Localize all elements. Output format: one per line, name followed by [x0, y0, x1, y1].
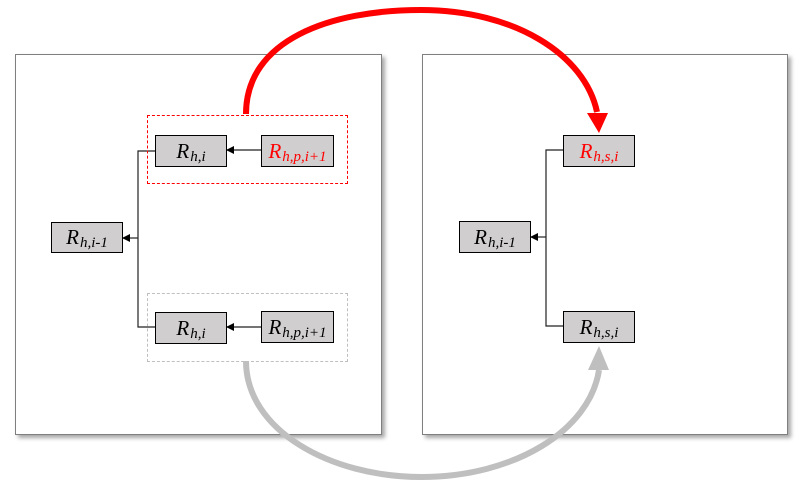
node-subscript: h,i-1 — [79, 235, 108, 251]
gray-transition-arc — [243, 360, 602, 481]
top-group-highlight-box — [147, 115, 348, 184]
node-subscript: h,p,i+1 — [282, 324, 327, 341]
node-subscript: h,s,i — [593, 148, 619, 165]
node-main-label: R — [66, 225, 79, 249]
red-transition-arc — [243, 6, 600, 115]
node-main-label: R — [176, 138, 190, 163]
node-main-label: R — [268, 314, 282, 339]
node-main-label: R — [176, 315, 190, 340]
node-subscript: h,i — [190, 148, 206, 165]
node-main-label: R — [579, 138, 593, 163]
node-subscript: h,i — [190, 325, 206, 342]
node-subscript: h,p,i+1 — [282, 148, 327, 165]
gray-transition-arrowhead — [588, 346, 609, 370]
left-bracket-connector — [137, 150, 155, 328]
node-subscript: h,i-1 — [487, 234, 516, 251]
node-main-label: R — [474, 224, 487, 249]
node-subscript: h,s,i — [593, 324, 619, 341]
node-main-label: R — [268, 138, 282, 163]
right-bracket-connector — [545, 149, 563, 327]
node-main-label: R — [579, 314, 593, 339]
red-transition-arrowhead — [587, 113, 608, 133]
